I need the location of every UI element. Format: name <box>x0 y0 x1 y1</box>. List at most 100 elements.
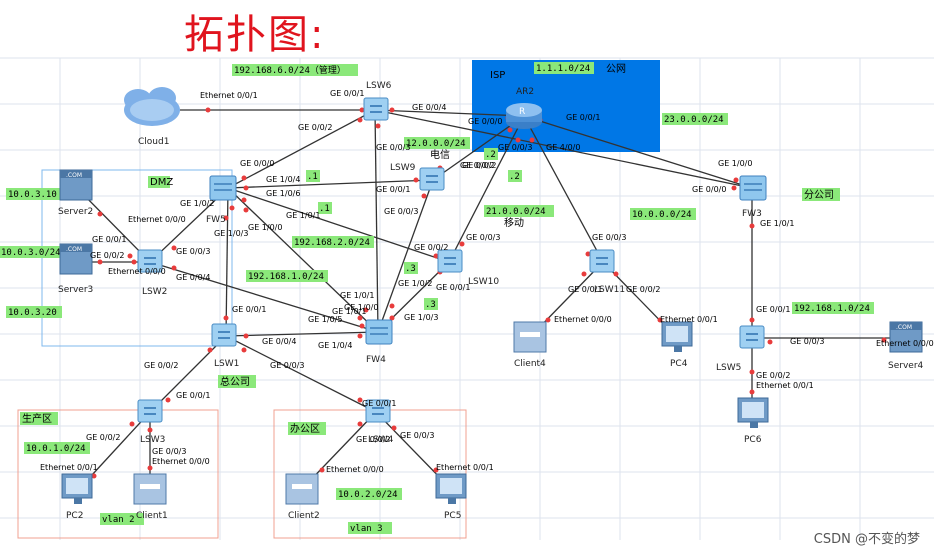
switch-icon-lsw11[interactable] <box>589 249 615 273</box>
port-label: GE 0/0/3 <box>400 431 434 440</box>
net-mgmt: 192.168.6.0/24（管理） <box>234 64 346 76</box>
switch-icon-lsw5[interactable] <box>739 325 765 349</box>
client-icon-client1[interactable] <box>133 473 167 505</box>
device-label-client4: Client4 <box>514 359 546 369</box>
switch-icon-lsw2[interactable] <box>137 249 163 273</box>
port-label: GE 1/0/3 <box>404 313 438 322</box>
switch-icon-lsw6[interactable] <box>363 97 389 121</box>
port-label: GE 0/0/3 <box>152 447 186 456</box>
pc-icon-pc4[interactable] <box>661 321 693 352</box>
zone-labels: ISP 公网 DMZ 总公司 分公司 生产区 办公区 电信 移动 <box>20 63 840 435</box>
port-label: GE 1/0/0 <box>344 303 378 312</box>
switch-icon-lsw9[interactable] <box>419 167 445 191</box>
net-dot1-b: .1 <box>319 204 330 214</box>
net-dmz-server2: 10.0.3.10 <box>8 190 57 200</box>
device-label-pc6: PC6 <box>744 435 762 445</box>
firewall-icon-fw5[interactable] <box>209 175 237 201</box>
net-isp: 1.1.1.0/24 <box>536 64 590 74</box>
pc-icon-pc2[interactable] <box>61 473 93 504</box>
port-label: Ethernet 0/0/1 <box>436 463 494 472</box>
cloud-icon[interactable] <box>124 87 180 126</box>
net-dot2-b: .2 <box>509 172 520 182</box>
svg-text:.COM: .COM <box>66 246 82 253</box>
zone-branch-label: 分公司 <box>804 189 834 201</box>
net-dot3-a: .3 <box>405 264 416 274</box>
device-label-ar2: AR2 <box>516 87 534 97</box>
zone-hq-label: 总公司 <box>220 375 250 388</box>
port-label: Ethernet 0/0/0 <box>554 315 612 324</box>
port-label: GE 0/0/3 <box>498 143 532 152</box>
port-label: GE 0/0/3 <box>466 233 500 242</box>
port-label: GE 0/0/1 <box>566 113 600 122</box>
port-label: GE 1/0/1 <box>332 307 366 316</box>
port-label: GE 1/0/4 <box>266 175 300 184</box>
server-icon-server3[interactable]: .COM <box>59 243 93 275</box>
port-label: GE 0/0/3 <box>176 247 210 256</box>
port-label: Ethernet 0/0/1 <box>756 381 814 390</box>
net-telecom: 12.0.0.0/24 <box>406 139 466 149</box>
switch-icon-lsw10[interactable] <box>437 249 463 273</box>
port-label: GE 0/0/3 <box>376 143 410 152</box>
port-label: GE 0/0/4 <box>262 337 296 346</box>
net-office: 10.0.2.0/24 <box>338 490 398 500</box>
port-label: GE 0/0/0 <box>692 185 726 194</box>
net-dmz-server3: 10.0.3.20 <box>8 308 57 318</box>
net-branch-lan: 192.168.1.0/24 <box>794 304 870 314</box>
zone-dmz-label: DMZ <box>150 177 173 188</box>
port-label: GE 0/0/3 <box>790 337 824 346</box>
net-192-168-2: 192.168.2.0/24 <box>294 238 370 248</box>
port-label: GE 1/0/2 <box>398 279 432 288</box>
device-label-fw5: FW5 <box>206 215 226 225</box>
port-label: GE 1/0/5 <box>308 315 342 324</box>
page-title: 拓扑图: <box>184 12 326 58</box>
port-label: GE 4/0/0 <box>546 143 580 152</box>
device-label-lsw11: LSW11 <box>594 285 625 295</box>
device-label-cloud1: Cloud1 <box>138 137 169 147</box>
firewall-icon-fw3[interactable] <box>739 175 767 201</box>
zone-production-label: 生产区 <box>22 412 52 425</box>
port-label: GE 0/0/2 <box>86 433 120 442</box>
grid <box>0 57 934 540</box>
watermark: CSDN @不变的梦 <box>813 532 920 547</box>
port-label: GE 0/0/3 <box>592 233 626 242</box>
device-label-fw4: FW4 <box>366 355 386 365</box>
device-label-lsw9: LSW9 <box>390 163 416 173</box>
production-zone <box>17 409 219 539</box>
zone-isp-label: ISP <box>490 70 505 81</box>
firewall-icon-fw4[interactable] <box>365 319 393 345</box>
pc-icon-pc5[interactable] <box>435 473 467 504</box>
switch-icon-lsw3[interactable] <box>137 399 163 423</box>
network-labels: 192.168.6.0/24（管理） 1.1.1.0/24 12.0.0.0/2… <box>0 62 874 534</box>
client-icon-client2[interactable] <box>285 473 319 505</box>
port-label: GE 1/0/1 <box>760 219 794 228</box>
device-label-lsw4: LSW4 <box>368 435 394 445</box>
port-label: GE 1/0/4 <box>318 341 352 350</box>
net-production: 10.0.1.0/24 <box>26 444 86 454</box>
device-label-server3: Server3 <box>58 285 93 295</box>
net-dot3-b: .3 <box>425 300 436 310</box>
pc-icon-pc6[interactable] <box>737 397 769 428</box>
device-label-lsw3: LSW3 <box>140 435 165 445</box>
device-label-fw3: FW3 <box>742 209 762 219</box>
device-label-client1: Client1 <box>136 511 168 521</box>
port-label: GE 1/0/6 <box>266 189 300 198</box>
server-icon-server4[interactable]: .COM <box>889 321 923 353</box>
port-label: GE 0/0/3 <box>270 361 304 370</box>
svg-text:R: R <box>519 107 525 117</box>
port-label: GE 0/0/2 <box>460 161 494 170</box>
server-icon-server2[interactable]: .COM <box>59 169 93 201</box>
port-label: GE 0/0/1 <box>330 89 364 98</box>
port-label: GE 0/0/2 <box>356 435 390 444</box>
switch-icon-lsw1[interactable] <box>211 323 237 347</box>
device-label-server2: Server2 <box>58 207 93 217</box>
port-label: GE 0/0/1 <box>436 283 470 292</box>
switch-icon-lsw4[interactable] <box>365 399 391 423</box>
port-label: GE 1/0/2 <box>180 199 214 208</box>
port-label: GE 0/0/1 <box>232 305 266 314</box>
router-icon[interactable]: R <box>506 103 542 129</box>
port-label: GE 0/0/0 <box>240 159 274 168</box>
port-label: GE 0/0/2 <box>756 371 790 380</box>
client-icon-client4[interactable] <box>513 321 547 353</box>
port-label: GE 0/0/1 <box>176 391 210 400</box>
net-dot2-a: .2 <box>485 150 496 160</box>
